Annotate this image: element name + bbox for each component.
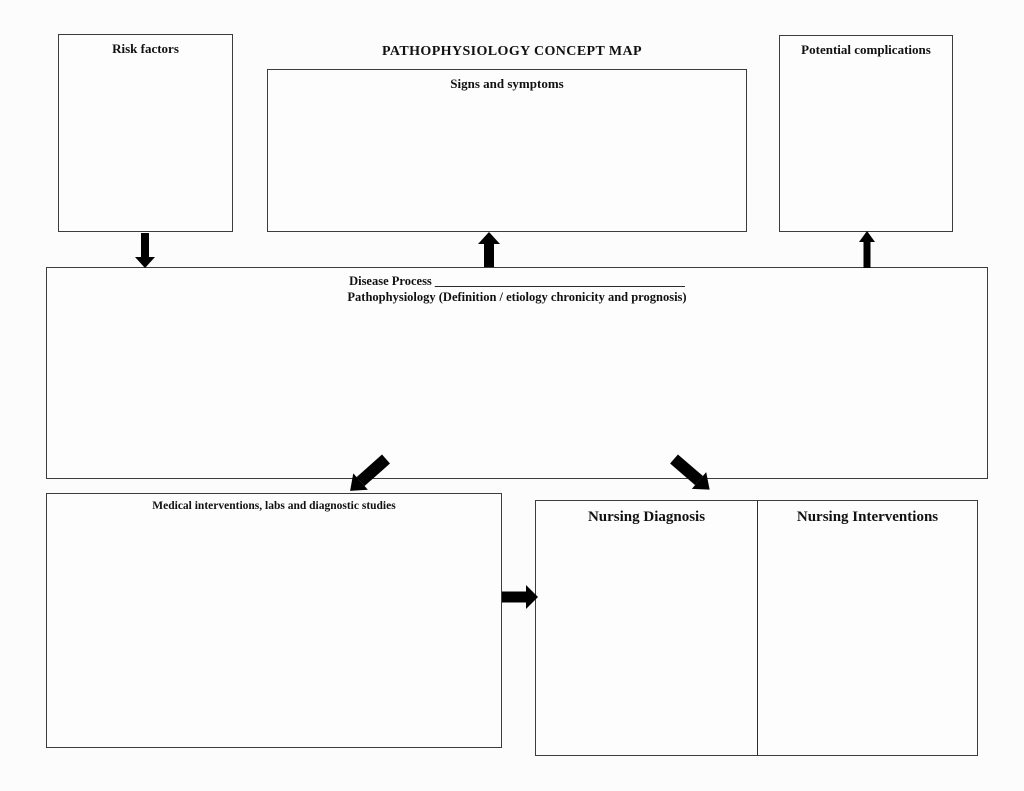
nursing-table: Nursing Diagnosis Nursing Interventions: [535, 500, 978, 756]
arrow-risk-to-disease: [135, 233, 155, 268]
nursing-interventions-column: Nursing Interventions: [758, 501, 977, 755]
nursing-interventions-header: Nursing Interventions: [796, 509, 939, 525]
arrow-disease-to-signs: [478, 232, 500, 267]
medical-interventions-label: Medical interventions, labs and diagnost…: [152, 500, 396, 512]
medical-interventions-box: Medical interventions, labs and diagnost…: [46, 493, 502, 748]
pathophysiology-line: Pathophysiology (Definition / etiology c…: [347, 290, 687, 304]
disease-process-box: Disease Process ________________________…: [46, 267, 988, 479]
potential-complications-box: Potential complications: [779, 35, 953, 232]
signs-symptoms-label: Signs and symptoms: [450, 76, 564, 91]
page-title: PATHOPHYSIOLOGY CONCEPT MAP: [382, 44, 642, 59]
potential-complications-label: Potential complications: [801, 42, 931, 57]
arrow-medical-to-nursing: [502, 585, 538, 609]
risk-factors-label: Risk factors: [112, 41, 179, 56]
signs-symptoms-box: Signs and symptoms: [267, 69, 747, 232]
nursing-diagnosis-column: Nursing Diagnosis: [536, 501, 758, 755]
arrow-disease-to-complications: [859, 231, 875, 268]
risk-factors-box: Risk factors: [58, 34, 233, 232]
nursing-diagnosis-header: Nursing Diagnosis: [587, 509, 706, 525]
disease-process-line: Disease Process ________________________…: [349, 274, 685, 288]
